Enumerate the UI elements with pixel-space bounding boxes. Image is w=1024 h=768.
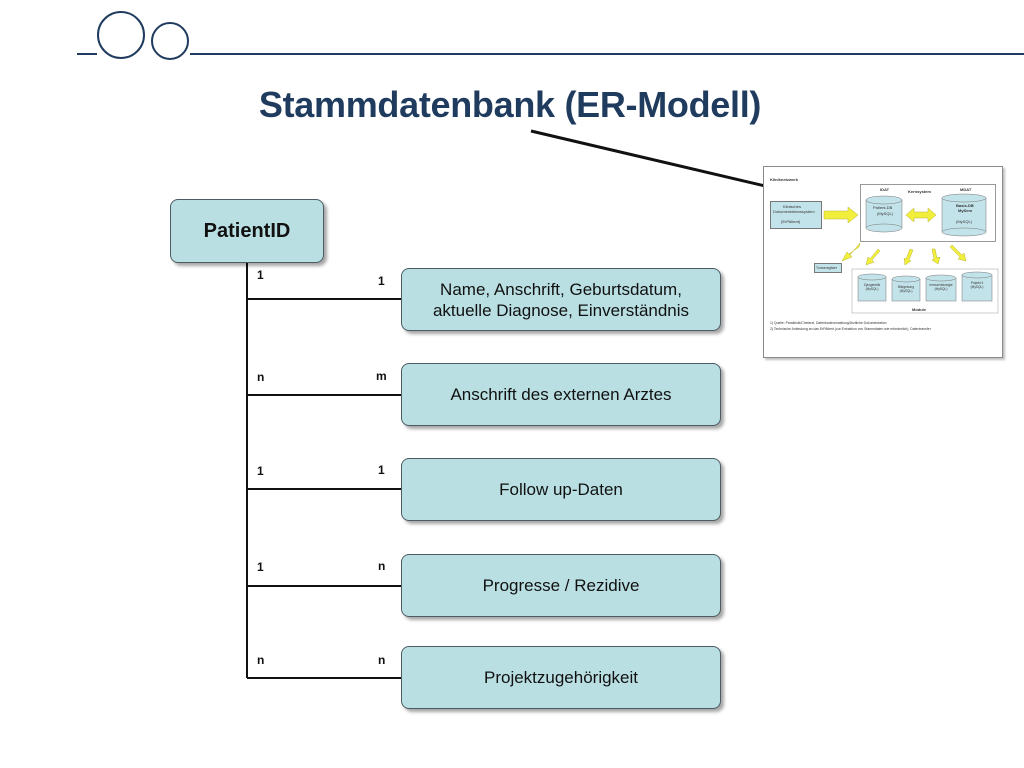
thumb-basisdb-top [941,193,987,203]
cardinality-left-3: 1 [257,464,264,478]
system-architecture-thumbnail: Kliniknetzwerk IDAT Kernsystem MDAT Klin… [763,166,1003,358]
entity-progresse: Progresse / Rezidive [401,554,721,617]
thumb-module-4-top [961,271,993,279]
thumb-footnote-2: 2) Technische Anbindung an das ErPAtient… [770,327,931,331]
thumb-kds-box [770,201,822,229]
thumb-module-1-label: Zytogenetik (MySQL) [863,283,881,291]
thumb-patientdb-bottom [865,223,903,233]
cardinality-left-1: 1 [257,268,264,282]
thumb-footnote-1: 1) Quelle: Paraklinik/Chefarzt, Datenban… [770,321,887,325]
thumb-modules-box [851,268,999,314]
thumb-idat-label: IDAT [880,187,890,192]
header-line-left [77,53,97,55]
thumb-kernsystem-box [860,184,996,242]
cardinality-right-2: m [376,369,387,383]
thumb-kds-line2: Dokumentationssystem [773,209,815,214]
thumb-module-2-top [891,275,921,283]
thumb-arrow-module-4 [949,244,967,262]
header-circle-small [151,22,189,60]
thumb-patientdb-label: Patient-DB [873,205,893,210]
cardinality-right-5: n [378,653,386,667]
entity-stammdaten-line2: aktuelle Diagnose, Einverständnis [432,300,690,320]
thumb-mdat-label: MDAT [960,187,972,192]
entity-stammdaten: Name, Anschrift, Geburtsdatum, aktuelle … [401,268,721,331]
cardinality-right-4: n [378,559,386,573]
thumb-kds-line3: (ErPAtient) [781,219,801,224]
thumb-module-2-label: Bildgebung (MySQL) [898,285,914,293]
cardinality-left-5: n [257,653,265,667]
thumb-module-4-label: Projekt 4 (MySQL) [970,281,984,289]
entity-patientid: PatientID [170,199,324,263]
thumb-basisdb-sub: (MySQL) [956,219,972,224]
thumb-module-4-body [961,274,993,302]
thumb-basisdb-label: Basis-DB [956,203,974,208]
thumb-kernsystem-label: Kernsystem [908,189,931,194]
thumb-shapes [823,193,999,314]
thumb-arrow-tumor [841,242,861,262]
thumb-arrow-module-3 [931,248,941,265]
cardinality-left-4: 1 [257,560,264,574]
thumb-arrow-module-1 [865,248,881,266]
thumb-module-3-label: Immunhistologie (MySQL) [929,283,953,291]
thumb-module-1-top [857,273,887,281]
thumb-module-1-body [857,276,887,302]
cardinality-right-3: 1 [378,463,385,477]
thumb-arrow-double [905,207,937,223]
entity-projekt: Projektzugehörigkeit [401,646,721,709]
thumb-basisdb-bottom [941,227,987,237]
thumb-arrow-module-2 [903,248,914,266]
thumb-patientdb-top [865,195,903,205]
thumb-patientdb-sub: (MySQL) [877,211,893,216]
slide-title: Stammdatenbank (ER-Modell) [258,84,762,125]
header-line-right [190,53,1024,55]
entity-stammdaten-line1: Name, Anschrift, Geburtsdatum, [440,279,682,299]
entity-follow-up: Follow up-Daten [401,458,721,521]
thumb-tumorregister-label: Tumorregister [816,266,837,270]
thumb-module-3-top [925,274,957,282]
thumb-module-label: Module [912,307,926,312]
thumb-arrow-kds [823,206,859,224]
cardinality-right-1: 1 [378,274,385,288]
cardinality-left-2: n [257,370,265,384]
thumb-basisdb-line2: MySem [958,208,973,213]
thumb-tumorregister-box [814,263,842,273]
thumb-network-label: Kliniknetzwerk [770,177,799,182]
thumb-patientdb-body [865,199,903,229]
header-circle-large [97,11,145,59]
thumb-kds-line1: Klinisches [783,204,802,209]
entity-externer-arzt: Anschrift des externen Arztes [401,363,721,426]
